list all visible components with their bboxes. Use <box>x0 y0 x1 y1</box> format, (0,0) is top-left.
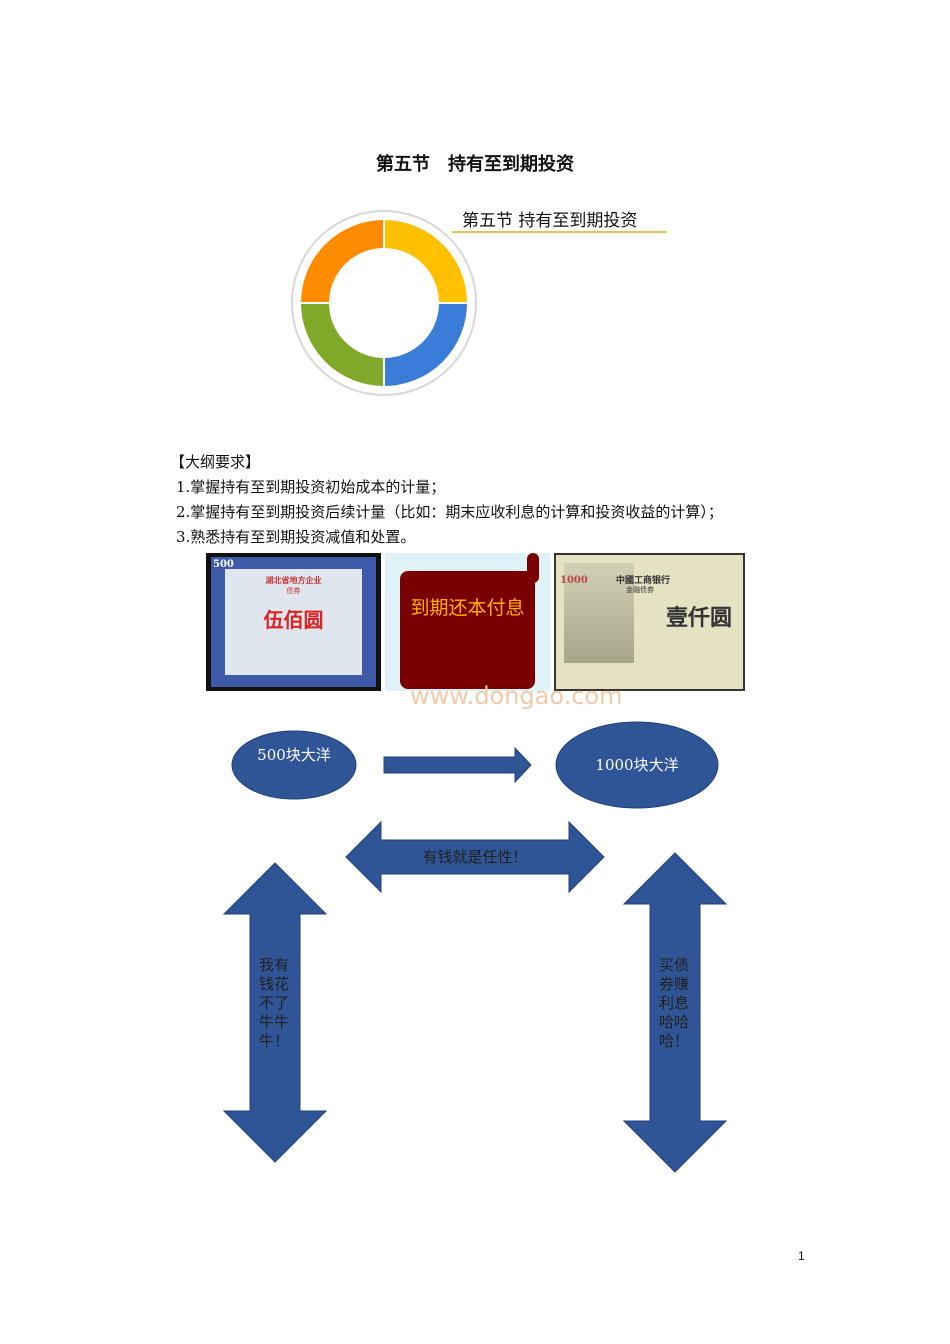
horizontal-double-arrow <box>345 820 605 894</box>
left-vertical-double-arrow <box>222 862 328 1163</box>
outline-heading: 【大纲要求】 <box>170 453 261 471</box>
ellipse-500-label: 500块大洋 <box>257 746 331 764</box>
watermark: www.dongao.com <box>410 682 623 710</box>
outline-item: 3.熟悉持有至到期投资减值和处置。 <box>176 528 416 546</box>
bond-1000-image: 中國工商银行 金融债券 壹仟圆 1000 <box>554 553 745 691</box>
ellipse-1000-label: 1000块大洋 <box>595 756 679 774</box>
bond-type: 债券 <box>286 587 301 595</box>
bond-corner: 500 <box>213 559 234 570</box>
bond-corner: 1000 <box>560 575 588 586</box>
donut-label: 第五节 持有至到期投资 <box>462 211 638 231</box>
bond-amount: 壹仟圆 <box>666 605 733 631</box>
bond-500-image: 湖北省地方企业 债券 伍佰圆 500 <box>206 553 381 691</box>
scroll-image: 到期还本付息 <box>385 553 550 691</box>
outline-item: 1.掌握持有至到期投资初始成本的计量； <box>176 478 446 496</box>
page-number: 1 <box>798 1249 805 1263</box>
flow-diagram <box>222 721 728 1173</box>
section-title: 第五节 持有至到期投资 <box>376 154 574 175</box>
bond-amount: 伍佰圆 <box>263 608 324 632</box>
donut-segment-orange <box>298 217 385 304</box>
bond-issuer: 湖北省地方企业 <box>265 575 322 585</box>
right-arrow <box>383 746 532 784</box>
right-arrow-label: 买债券赚利息哈哈哈！ <box>658 956 689 1050</box>
bond-issuer: 中國工商银行 <box>616 576 671 586</box>
bond-type: 金融债券 <box>626 586 654 594</box>
outline-item: 2.掌握持有至到期投资后续计量（比如：期末应收利息的计算和投资收益的计算）； <box>176 503 723 521</box>
ellipse-500 <box>231 730 357 800</box>
middle-arrow-label: 有钱就是任性！ <box>422 848 528 866</box>
right-vertical-double-arrow <box>622 852 728 1173</box>
ellipse-1000 <box>555 721 719 809</box>
donut-graphic <box>291 210 667 396</box>
left-arrow-label: 我有钱花不了牛牛牛！ <box>258 956 289 1050</box>
scroll-text: 到期还本付息 <box>410 597 525 619</box>
